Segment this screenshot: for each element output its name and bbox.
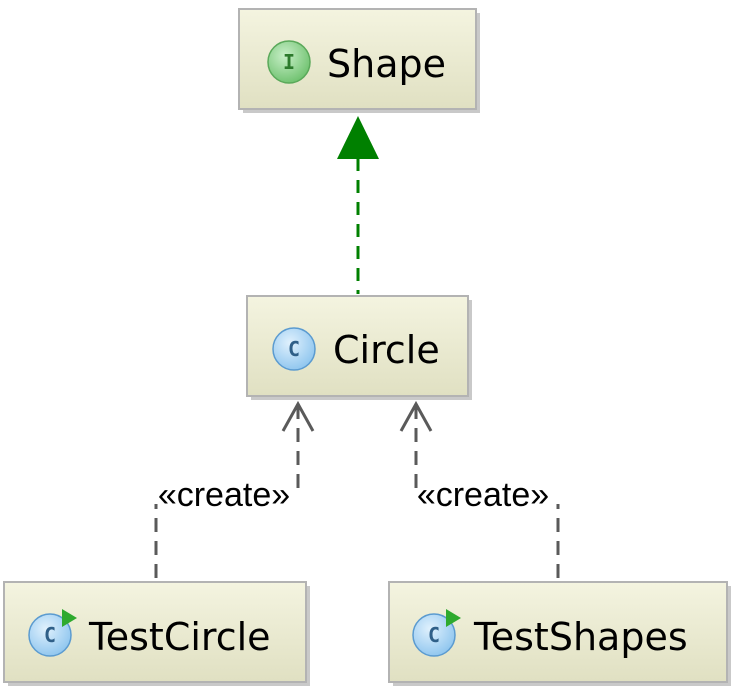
realization-edge[interactable]: [337, 116, 379, 294]
runnable-class-icon: C: [412, 609, 461, 657]
create-dependency-edge-2[interactable]: [399, 400, 560, 578]
interface-icon: I: [267, 40, 311, 84]
node-test-circle-label: TestCircle: [88, 615, 271, 659]
class-icon: C: [272, 327, 316, 371]
run-marker-icon: [62, 609, 77, 627]
node-circle[interactable]: C Circle: [246, 295, 472, 400]
runnable-class-icon: C: [28, 609, 77, 657]
node-shape[interactable]: I Shape: [238, 8, 480, 113]
node-test-shapes-label: TestShapes: [473, 615, 688, 659]
svg-text:C: C: [428, 623, 440, 647]
node-test-circle[interactable]: C TestCircle: [3, 581, 310, 686]
dependency-arrowhead-2: [399, 400, 433, 432]
svg-text:C: C: [44, 623, 56, 647]
create-stereotype-label-2: «create»: [417, 476, 549, 514]
run-marker-icon: [446, 609, 461, 627]
node-shape-label: Shape: [327, 42, 446, 86]
create-stereotype-label-1: «create»: [158, 476, 290, 514]
svg-text:I: I: [283, 50, 295, 74]
create-dependency-edge-1[interactable]: [154, 400, 315, 578]
node-test-shapes[interactable]: C TestShapes: [388, 581, 731, 686]
realization-arrowhead: [337, 116, 379, 159]
svg-text:C: C: [288, 337, 300, 361]
node-circle-label: Circle: [333, 328, 440, 372]
dependency-arrowhead-1: [281, 400, 315, 432]
